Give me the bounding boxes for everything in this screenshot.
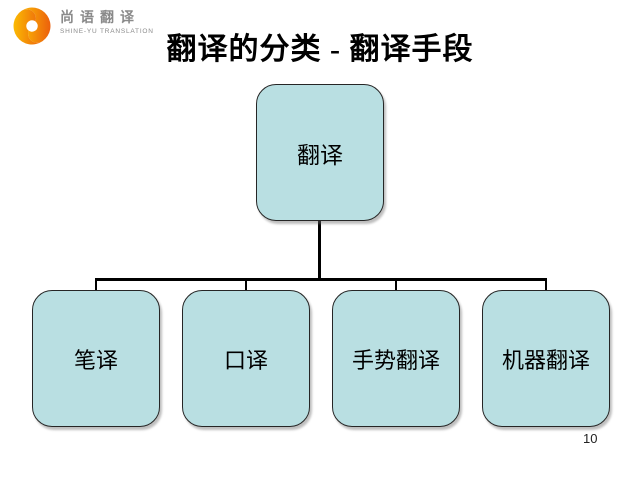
tree-node-child: 机器翻译 xyxy=(482,290,610,427)
connector-horizontal xyxy=(95,278,547,281)
swirl-icon xyxy=(13,7,51,45)
tree-node-child: 笔译 xyxy=(32,290,160,427)
tree-node-child: 手势翻译 xyxy=(332,290,460,427)
connector-drop xyxy=(395,280,397,292)
connector-drop xyxy=(245,280,247,292)
tree-node-child: 口译 xyxy=(182,290,310,427)
connector-root-vertical xyxy=(318,221,321,280)
logo-company-subtitle: SHINE-YU TRANSLATION xyxy=(60,28,154,36)
connector-drop xyxy=(545,280,547,292)
slide-title: 翻译的分类 - 翻译手段 xyxy=(166,33,474,66)
tree-node-root: 翻译 xyxy=(256,84,384,221)
company-logo: 尚语翻译 SHINE-YU TRANSLATION xyxy=(8,4,154,48)
logo-text-block: 尚语翻译 SHINE-YU TRANSLATION xyxy=(60,4,154,35)
logo-company-name: 尚语翻译 xyxy=(60,11,140,26)
connector-drop xyxy=(95,280,97,292)
page-number: 10 xyxy=(583,431,598,446)
